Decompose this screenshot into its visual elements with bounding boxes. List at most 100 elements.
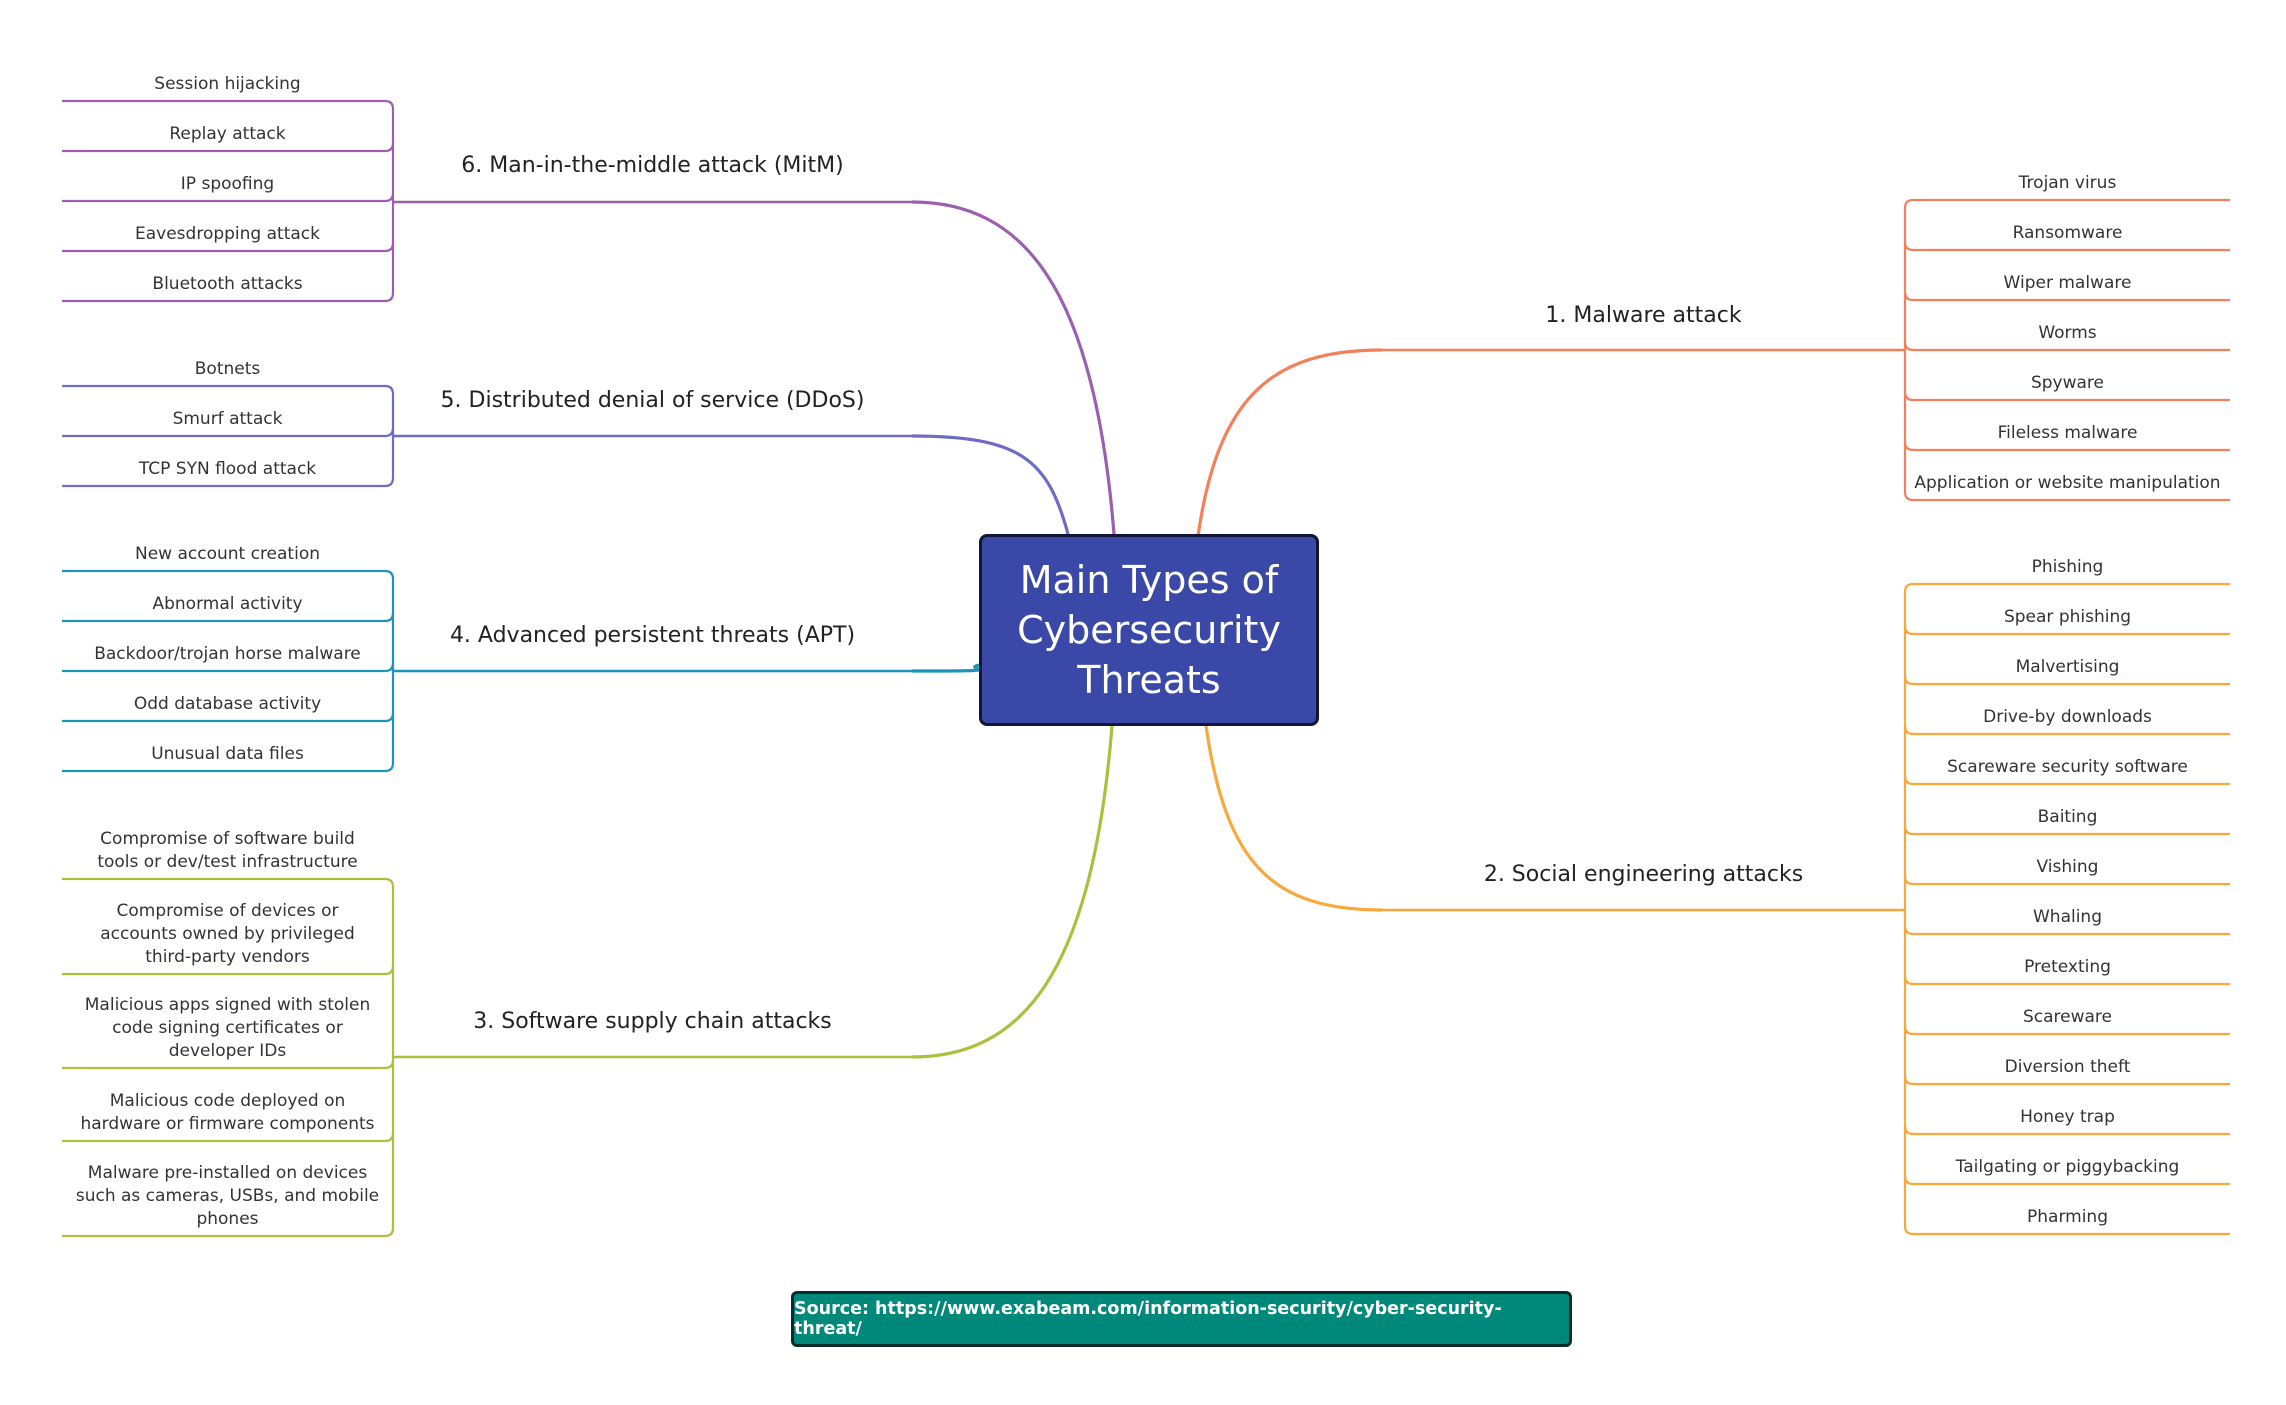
leaf-label: Session hijacking <box>154 74 300 94</box>
source-link-text: Source: https://www.exabeam.com/informat… <box>794 1299 1502 1339</box>
branch-connector <box>1204 725 1383 912</box>
branch-6: 6. Man-in-the-middle attack (MitM) Sessio… <box>62 74 1116 535</box>
leaf-item[interactable]: Bluetooth attacks <box>62 274 395 303</box>
branch-1: 1. Malware attack Trojan virusRansomwareW… <box>1196 173 2230 537</box>
leaf-label: Abnormal activity <box>152 594 302 614</box>
branch-3: 3. Software supply chain attacks Compromi… <box>62 725 1114 1238</box>
leaf-label: Odd database activity <box>134 694 321 714</box>
leaf-item[interactable]: Worms <box>1903 323 2230 352</box>
leaf-item[interactable]: Diversion theft <box>1903 1057 2230 1086</box>
leaf-label: Vishing <box>2037 857 2099 877</box>
leaf-label: Scareware security software <box>1947 757 2188 777</box>
leaf-item[interactable]: Backdoor/trojan horse malware <box>62 644 395 673</box>
leaf-item[interactable]: Unusual data files <box>62 744 395 773</box>
leaf-label: Fileless malware <box>1998 423 2138 443</box>
leaf-label: Pretexting <box>2024 957 2111 977</box>
leaf-label: Unusual data files <box>151 744 304 764</box>
leaf-label: Malvertising <box>2016 657 2120 677</box>
leaf-item[interactable]: Spear phishing <box>1903 607 2230 636</box>
branch-label[interactable]: 6. Man-in-the-middle attack (MitM) <box>461 153 843 178</box>
leaf-item[interactable]: New account creation <box>62 544 395 580</box>
leaf-label: Tailgating or piggybacking <box>1955 1157 2180 1177</box>
branch-connector <box>911 663 981 673</box>
branch-connector <box>1196 348 1383 537</box>
leaf-item[interactable]: Baiting <box>1903 807 2230 836</box>
leaf-item[interactable]: Scareware security software <box>1903 757 2230 786</box>
leaf-label: Backdoor/trojan horse malware <box>94 644 361 664</box>
leaf-item[interactable]: Pretexting <box>1903 957 2230 986</box>
leaf-label: Spear phishing <box>2004 607 2131 627</box>
branch-label[interactable]: 1. Malware attack <box>1545 303 1741 328</box>
leaf-item[interactable]: Spyware <box>1903 373 2230 402</box>
leaf-item[interactable]: Vishing <box>1903 857 2230 886</box>
leaf-item[interactable]: Odd database activity <box>62 694 395 723</box>
leaf-item[interactable]: Replay attack <box>62 124 395 153</box>
leaf-item[interactable]: Tailgating or piggybacking <box>1903 1157 2230 1186</box>
leaf-label: IP spoofing <box>181 174 274 194</box>
leaf-item[interactable]: Fileless malware <box>1903 423 2230 452</box>
leaf-item[interactable]: Botnets <box>62 359 395 395</box>
leaf-item[interactable]: Application or website manipulation <box>1903 473 2230 502</box>
leaf-label: Pharming <box>2027 1207 2108 1227</box>
leaf-label: Bluetooth attacks <box>152 274 302 294</box>
leaf-item[interactable]: IP spoofing <box>62 174 395 203</box>
leaf-label: TCP SYN flood attack <box>138 459 316 479</box>
leaf-label: Eavesdropping attack <box>135 224 320 244</box>
leaf-label: Application or website manipulation <box>1914 473 2220 493</box>
leaf-label: Scareware <box>2023 1007 2112 1027</box>
branch-2: 2. Social engineering attacks PhishingSpe… <box>1204 557 2230 1236</box>
leaf-item[interactable]: Trojan virus <box>1903 173 2230 209</box>
leaf-item[interactable]: Pharming <box>1903 1207 2230 1236</box>
leaf-item[interactable]: Malvertising <box>1903 657 2230 686</box>
branch-label[interactable]: 2. Social engineering attacks <box>1484 862 1803 887</box>
source-link[interactable]: Source: https://www.exabeam.com/informat… <box>791 1291 1572 1347</box>
leaf-item[interactable]: Drive-by downloads <box>1903 707 2230 736</box>
leaf-label: Phishing <box>2032 557 2104 577</box>
leaf-label: Honey trap <box>2020 1107 2115 1127</box>
leaf-label: Diversion theft <box>2005 1057 2131 1077</box>
leaf-item[interactable]: Wiper malware <box>1903 273 2230 302</box>
leaf-label: Wiper malware <box>2004 273 2132 293</box>
branch-connector <box>911 200 1116 535</box>
leaf-label: Worms <box>2038 323 2096 343</box>
central-topic-title: Main Types of Cybersecurity Threats <box>1017 558 1281 702</box>
leaf-item[interactable]: Abnormal activity <box>62 594 395 623</box>
leaf-label: Botnets <box>195 359 261 379</box>
central-topic[interactable]: Main Types of Cybersecurity Threats <box>979 534 1319 726</box>
leaf-label: New account creation <box>135 544 320 564</box>
leaf-label: Ransomware <box>2013 223 2123 243</box>
branch-4: 4. Advanced persistent threats (APT) New … <box>62 544 981 773</box>
leaf-item[interactable]: Eavesdropping attack <box>62 224 395 253</box>
leaf-item[interactable]: Smurf attack <box>62 409 395 438</box>
leaf-item[interactable]: TCP SYN flood attack <box>62 459 395 488</box>
branch-connector <box>911 434 1070 535</box>
leaf-label: Trojan virus <box>2018 173 2117 193</box>
leaf-item[interactable]: Scareware <box>1903 1007 2230 1036</box>
leaf-label: Spyware <box>2031 373 2104 393</box>
branch-label[interactable]: 4. Advanced persistent threats (APT) <box>450 623 855 648</box>
branch-label[interactable]: 5. Distributed denial of service (DDoS) <box>441 388 865 413</box>
leaf-item[interactable]: Session hijacking <box>62 74 395 110</box>
leaf-label: Replay attack <box>169 124 285 144</box>
leaf-label: Baiting <box>2038 807 2098 827</box>
branch-connector <box>911 725 1114 1059</box>
leaf-label: Drive-by downloads <box>1983 707 2152 727</box>
leaf-item[interactable]: Phishing <box>1903 557 2230 593</box>
leaf-label: Smurf attack <box>173 409 283 429</box>
branch-label[interactable]: 3. Software supply chain attacks <box>473 1009 832 1034</box>
leaf-item[interactable]: Whaling <box>1903 907 2230 936</box>
leaf-item[interactable]: Ransomware <box>1903 223 2230 252</box>
branch-5: 5. Distributed denial of service (DDoS) B… <box>62 359 1070 535</box>
leaf-item[interactable]: Honey trap <box>1903 1107 2230 1136</box>
leaf-label: Whaling <box>2033 907 2102 927</box>
